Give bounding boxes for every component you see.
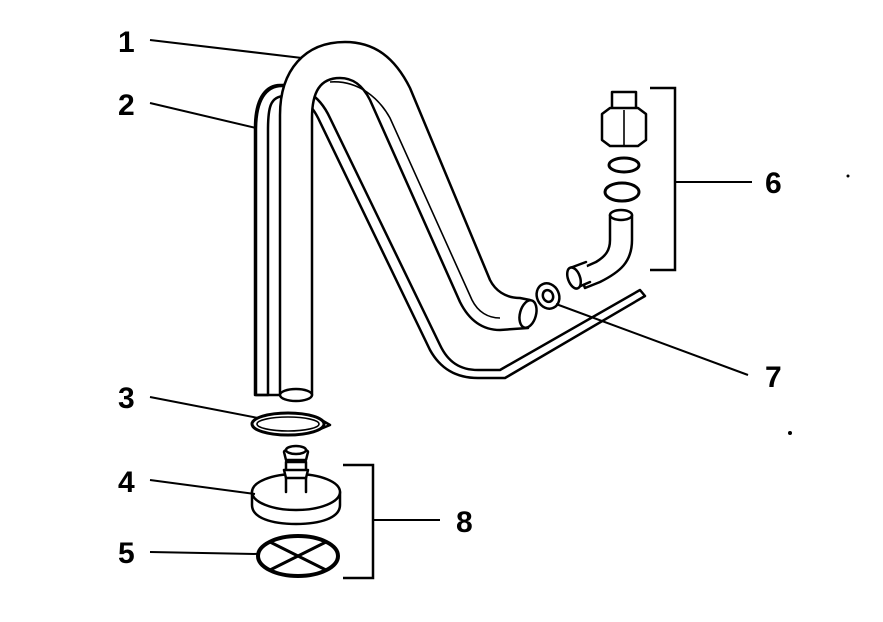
filter-screen-part-5: [256, 534, 340, 578]
leader-4: [149, 479, 256, 495]
callout-8: 8: [456, 506, 473, 539]
speck-mark: [788, 431, 792, 435]
leader-lines: [149, 39, 752, 555]
callout-2: 2: [118, 89, 135, 122]
bracket-8: [343, 463, 375, 580]
bracket-6: [650, 86, 677, 272]
hose-clamp-part-3: [250, 411, 332, 437]
callout-7: 7: [765, 361, 782, 394]
callout-6: 6: [765, 167, 782, 200]
callout-4: 4: [118, 466, 135, 499]
leader-2: [149, 102, 257, 129]
speck-mark: [846, 174, 850, 178]
leader-7: [555, 303, 749, 376]
leader-5: [149, 551, 259, 555]
callout-1: 1: [118, 26, 135, 59]
callout-numbers: 1 2 3 4 5 6 7 8: [118, 26, 782, 570]
brackets: [343, 86, 677, 580]
leader-3: [149, 396, 259, 419]
leader-1: [149, 39, 303, 59]
ring-fitting-part-7: [535, 282, 561, 310]
callout-3: 3: [118, 382, 135, 415]
callout-5: 5: [118, 537, 135, 570]
elbow-fitting-assembly-part-6: [565, 90, 648, 290]
thick-hose-part-1: [278, 40, 538, 403]
fitting-base-part-4: [250, 444, 342, 526]
